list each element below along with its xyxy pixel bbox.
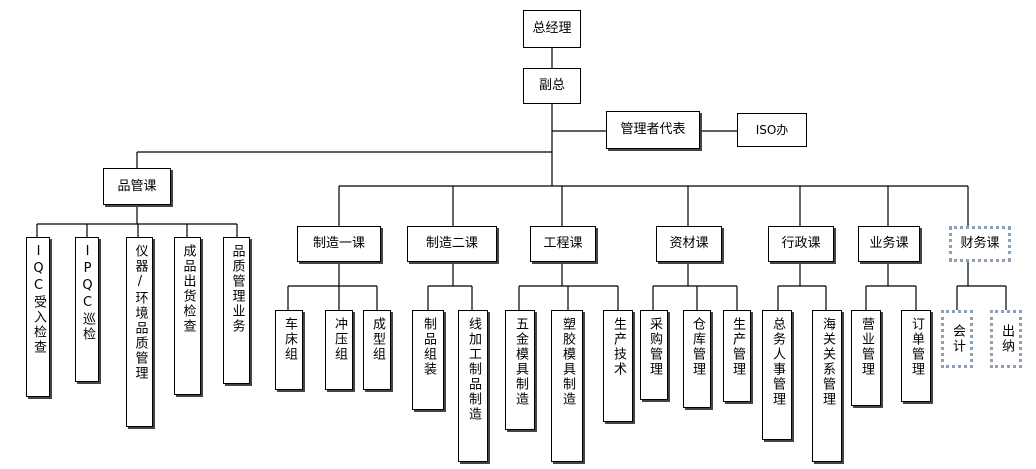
manufacturing-2-dept-label: 制造二课	[425, 236, 478, 251]
general-manager-box: 总经理	[523, 10, 581, 48]
manufacturing-1-dept-box: 制造一课	[297, 226, 381, 262]
vice-president-box: 副总	[523, 68, 581, 104]
adm-sub-general-affairs: 总务人事管理	[762, 310, 792, 440]
manufacturing-2-dept-box: 制造二课	[407, 226, 497, 262]
qc-sub-business: 品质管理业务	[223, 237, 250, 384]
eng-sub-metal-mold-label: 五金模具制造	[513, 317, 528, 407]
administration-dept-box: 行政课	[768, 226, 834, 262]
sales-dept-label: 业务课	[869, 236, 909, 251]
m2-sub-assembly-label: 制品组装	[421, 317, 436, 377]
fin-sub-accounting-label: 会计	[950, 324, 965, 354]
qc-sub-instrument-label: 仪器/环境品质管理	[132, 244, 148, 381]
m2-sub-wire-label: 线加工制品制造	[466, 317, 481, 422]
mat-sub-warehouse: 仓库管理	[683, 310, 711, 408]
qc-sub-outgoing: 成品出货检查	[174, 237, 201, 395]
adm-sub-general-affairs-label: 总务人事管理	[770, 317, 785, 407]
quality-control-dept-box: 品管课	[103, 168, 171, 205]
eng-sub-plastic-mold: 塑胶模具制造	[551, 310, 583, 462]
sales-sub-orders: 订单管理	[901, 310, 931, 402]
m2-sub-assembly: 制品组装	[412, 310, 444, 410]
mat-sub-production: 生产管理	[723, 310, 751, 402]
m1-sub-stamping-label: 冲压组	[332, 317, 347, 362]
fin-sub-cashier: 出纳	[990, 310, 1022, 368]
sales-sub-orders-label: 订单管理	[909, 317, 924, 377]
m1-sub-molding: 成型组	[363, 310, 391, 390]
m1-sub-stamping: 冲压组	[325, 310, 353, 390]
sales-sub-operations-label: 营业管理	[859, 317, 874, 377]
finance-dept-box: 财务课	[949, 226, 1011, 262]
mat-sub-purchasing-label: 采购管理	[647, 317, 662, 377]
management-representative-box: 管理者代表	[606, 111, 700, 149]
m1-sub-molding-label: 成型组	[370, 317, 385, 362]
eng-sub-production-tech-label: 生产技术	[611, 317, 626, 377]
iso-office-label: ISO办	[755, 123, 789, 137]
management-representative-label: 管理者代表	[620, 122, 686, 137]
eng-sub-plastic-mold-label: 塑胶模具制造	[560, 317, 575, 407]
qc-sub-outgoing-label: 成品出货检查	[180, 244, 196, 334]
eng-sub-production-tech: 生产技术	[603, 310, 633, 422]
qc-sub-business-label: 品质管理业务	[229, 244, 245, 334]
fin-sub-cashier-label: 出纳	[999, 324, 1014, 354]
materials-dept-box: 资材课	[656, 226, 722, 262]
fin-sub-accounting: 会计	[941, 310, 973, 368]
qc-sub-iqc: IQC受入检查	[26, 237, 50, 397]
engineering-dept-label: 工程课	[543, 236, 583, 251]
mat-sub-production-label: 生产管理	[730, 317, 745, 377]
qc-sub-ipqc-label: IPQC巡检	[80, 244, 95, 342]
materials-dept-label: 资材课	[669, 236, 709, 251]
finance-dept-label: 财务课	[960, 236, 1000, 251]
iso-office-box: ISO办	[737, 113, 807, 147]
manufacturing-1-dept-label: 制造一课	[312, 236, 365, 251]
administration-dept-label: 行政课	[781, 236, 821, 251]
eng-sub-metal-mold: 五金模具制造	[505, 310, 535, 430]
sales-sub-operations: 营业管理	[851, 310, 881, 406]
m1-sub-lathe-label: 车床组	[282, 317, 297, 362]
quality-control-dept-label: 品管课	[117, 178, 157, 194]
adm-sub-customs: 海关关系管理	[812, 310, 842, 462]
qc-sub-ipqc: IPQC巡检	[75, 237, 99, 382]
vice-president-label: 副总	[538, 78, 565, 93]
m1-sub-lathe: 车床组	[275, 310, 303, 390]
qc-sub-iqc-label: IQC受入检查	[31, 244, 46, 355]
m2-sub-wire: 线加工制品制造	[458, 310, 488, 462]
engineering-dept-box: 工程课	[530, 226, 596, 262]
sales-dept-box: 业务课	[858, 226, 920, 262]
adm-sub-customs-label: 海关关系管理	[820, 317, 835, 407]
qc-sub-instrument: 仪器/环境品质管理	[126, 237, 153, 427]
mat-sub-warehouse-label: 仓库管理	[690, 317, 705, 377]
general-manager-label: 总经理	[532, 21, 572, 36]
mat-sub-purchasing: 采购管理	[640, 310, 668, 400]
